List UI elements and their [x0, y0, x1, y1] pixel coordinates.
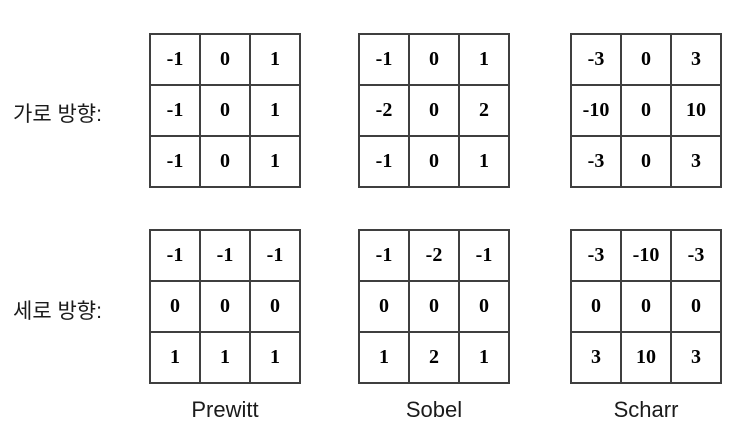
- kernel-cell: 1: [151, 333, 199, 382]
- kernel-cell: 1: [251, 86, 299, 135]
- kernel-cell: -10: [572, 86, 620, 135]
- kernel-cell: -3: [572, 231, 620, 280]
- kernel-cell: 0: [622, 137, 670, 186]
- kernel-cell: 0: [251, 282, 299, 331]
- kernel-cell: -2: [360, 86, 408, 135]
- kernel-cell: 10: [622, 333, 670, 382]
- kernel-cell: -1: [151, 86, 199, 135]
- kernel-cell: -1: [360, 231, 408, 280]
- kernel-cell: -1: [460, 231, 508, 280]
- kernel-cell: -1: [360, 137, 408, 186]
- kernel-cell: -1: [360, 35, 408, 84]
- horizontal-direction-label: 가로 방향:: [13, 103, 102, 126]
- kernel-cell: 1: [460, 35, 508, 84]
- kernel-cell: 0: [410, 137, 458, 186]
- prewitt-vertical-kernel: -1 -1 -1 0 0 0 1 1 1: [149, 229, 301, 384]
- kernel-cell: 3: [672, 137, 720, 186]
- kernel-cell: 1: [460, 137, 508, 186]
- kernel-cell: 3: [672, 333, 720, 382]
- scharr-vertical-kernel: -3 -10 -3 0 0 0 3 10 3: [570, 229, 722, 384]
- caption-prewitt: Prewitt: [191, 397, 259, 422]
- kernel-cell: 3: [572, 333, 620, 382]
- kernel-cell: -3: [572, 137, 620, 186]
- kernel-cell: 0: [360, 282, 408, 331]
- scharr-horizontal-kernel: -3 0 3 -10 0 10 -3 0 3: [570, 33, 722, 188]
- kernel-cell: 1: [201, 333, 249, 382]
- kernel-cell: 10: [672, 86, 720, 135]
- kernel-cell: -1: [201, 231, 249, 280]
- kernel-cell: -3: [672, 231, 720, 280]
- kernel-cell: 1: [251, 35, 299, 84]
- kernel-cell: 1: [360, 333, 408, 382]
- kernel-cell: -10: [622, 231, 670, 280]
- vertical-direction-label: 세로 방향:: [13, 300, 102, 323]
- kernel-cell: 0: [410, 35, 458, 84]
- kernel-cell: 3: [672, 35, 720, 84]
- kernel-cell: 0: [622, 282, 670, 331]
- kernel-cell: 0: [201, 282, 249, 331]
- kernel-cell: -3: [572, 35, 620, 84]
- kernel-cell: 0: [201, 35, 249, 84]
- kernel-cell: 0: [622, 86, 670, 135]
- kernel-cell: 0: [460, 282, 508, 331]
- kernel-cell: 1: [251, 137, 299, 186]
- kernel-cell: 2: [460, 86, 508, 135]
- sobel-vertical-kernel: -1 -2 -1 0 0 0 1 2 1: [358, 229, 510, 384]
- caption-sobel: Sobel: [405, 397, 463, 422]
- sobel-horizontal-kernel: -1 0 1 -2 0 2 -1 0 1: [358, 33, 510, 188]
- kernel-cell: 0: [201, 86, 249, 135]
- kernel-cell: -2: [410, 231, 458, 280]
- prewitt-horizontal-kernel: -1 0 1 -1 0 1 -1 0 1: [149, 33, 301, 188]
- kernel-cell: 0: [201, 137, 249, 186]
- kernel-cell: -1: [151, 231, 199, 280]
- kernel-cell: 0: [151, 282, 199, 331]
- kernel-cell: 0: [410, 86, 458, 135]
- kernel-cell: 0: [672, 282, 720, 331]
- caption-scharr: Scharr: [613, 397, 679, 422]
- kernel-cell: 1: [251, 333, 299, 382]
- kernel-cell: 1: [460, 333, 508, 382]
- kernel-cell: -1: [151, 35, 199, 84]
- kernel-cell: 2: [410, 333, 458, 382]
- kernel-cell: -1: [151, 137, 199, 186]
- kernel-cell: 0: [410, 282, 458, 331]
- kernel-cell: 0: [622, 35, 670, 84]
- kernel-cell: 0: [572, 282, 620, 331]
- kernel-cell: -1: [251, 231, 299, 280]
